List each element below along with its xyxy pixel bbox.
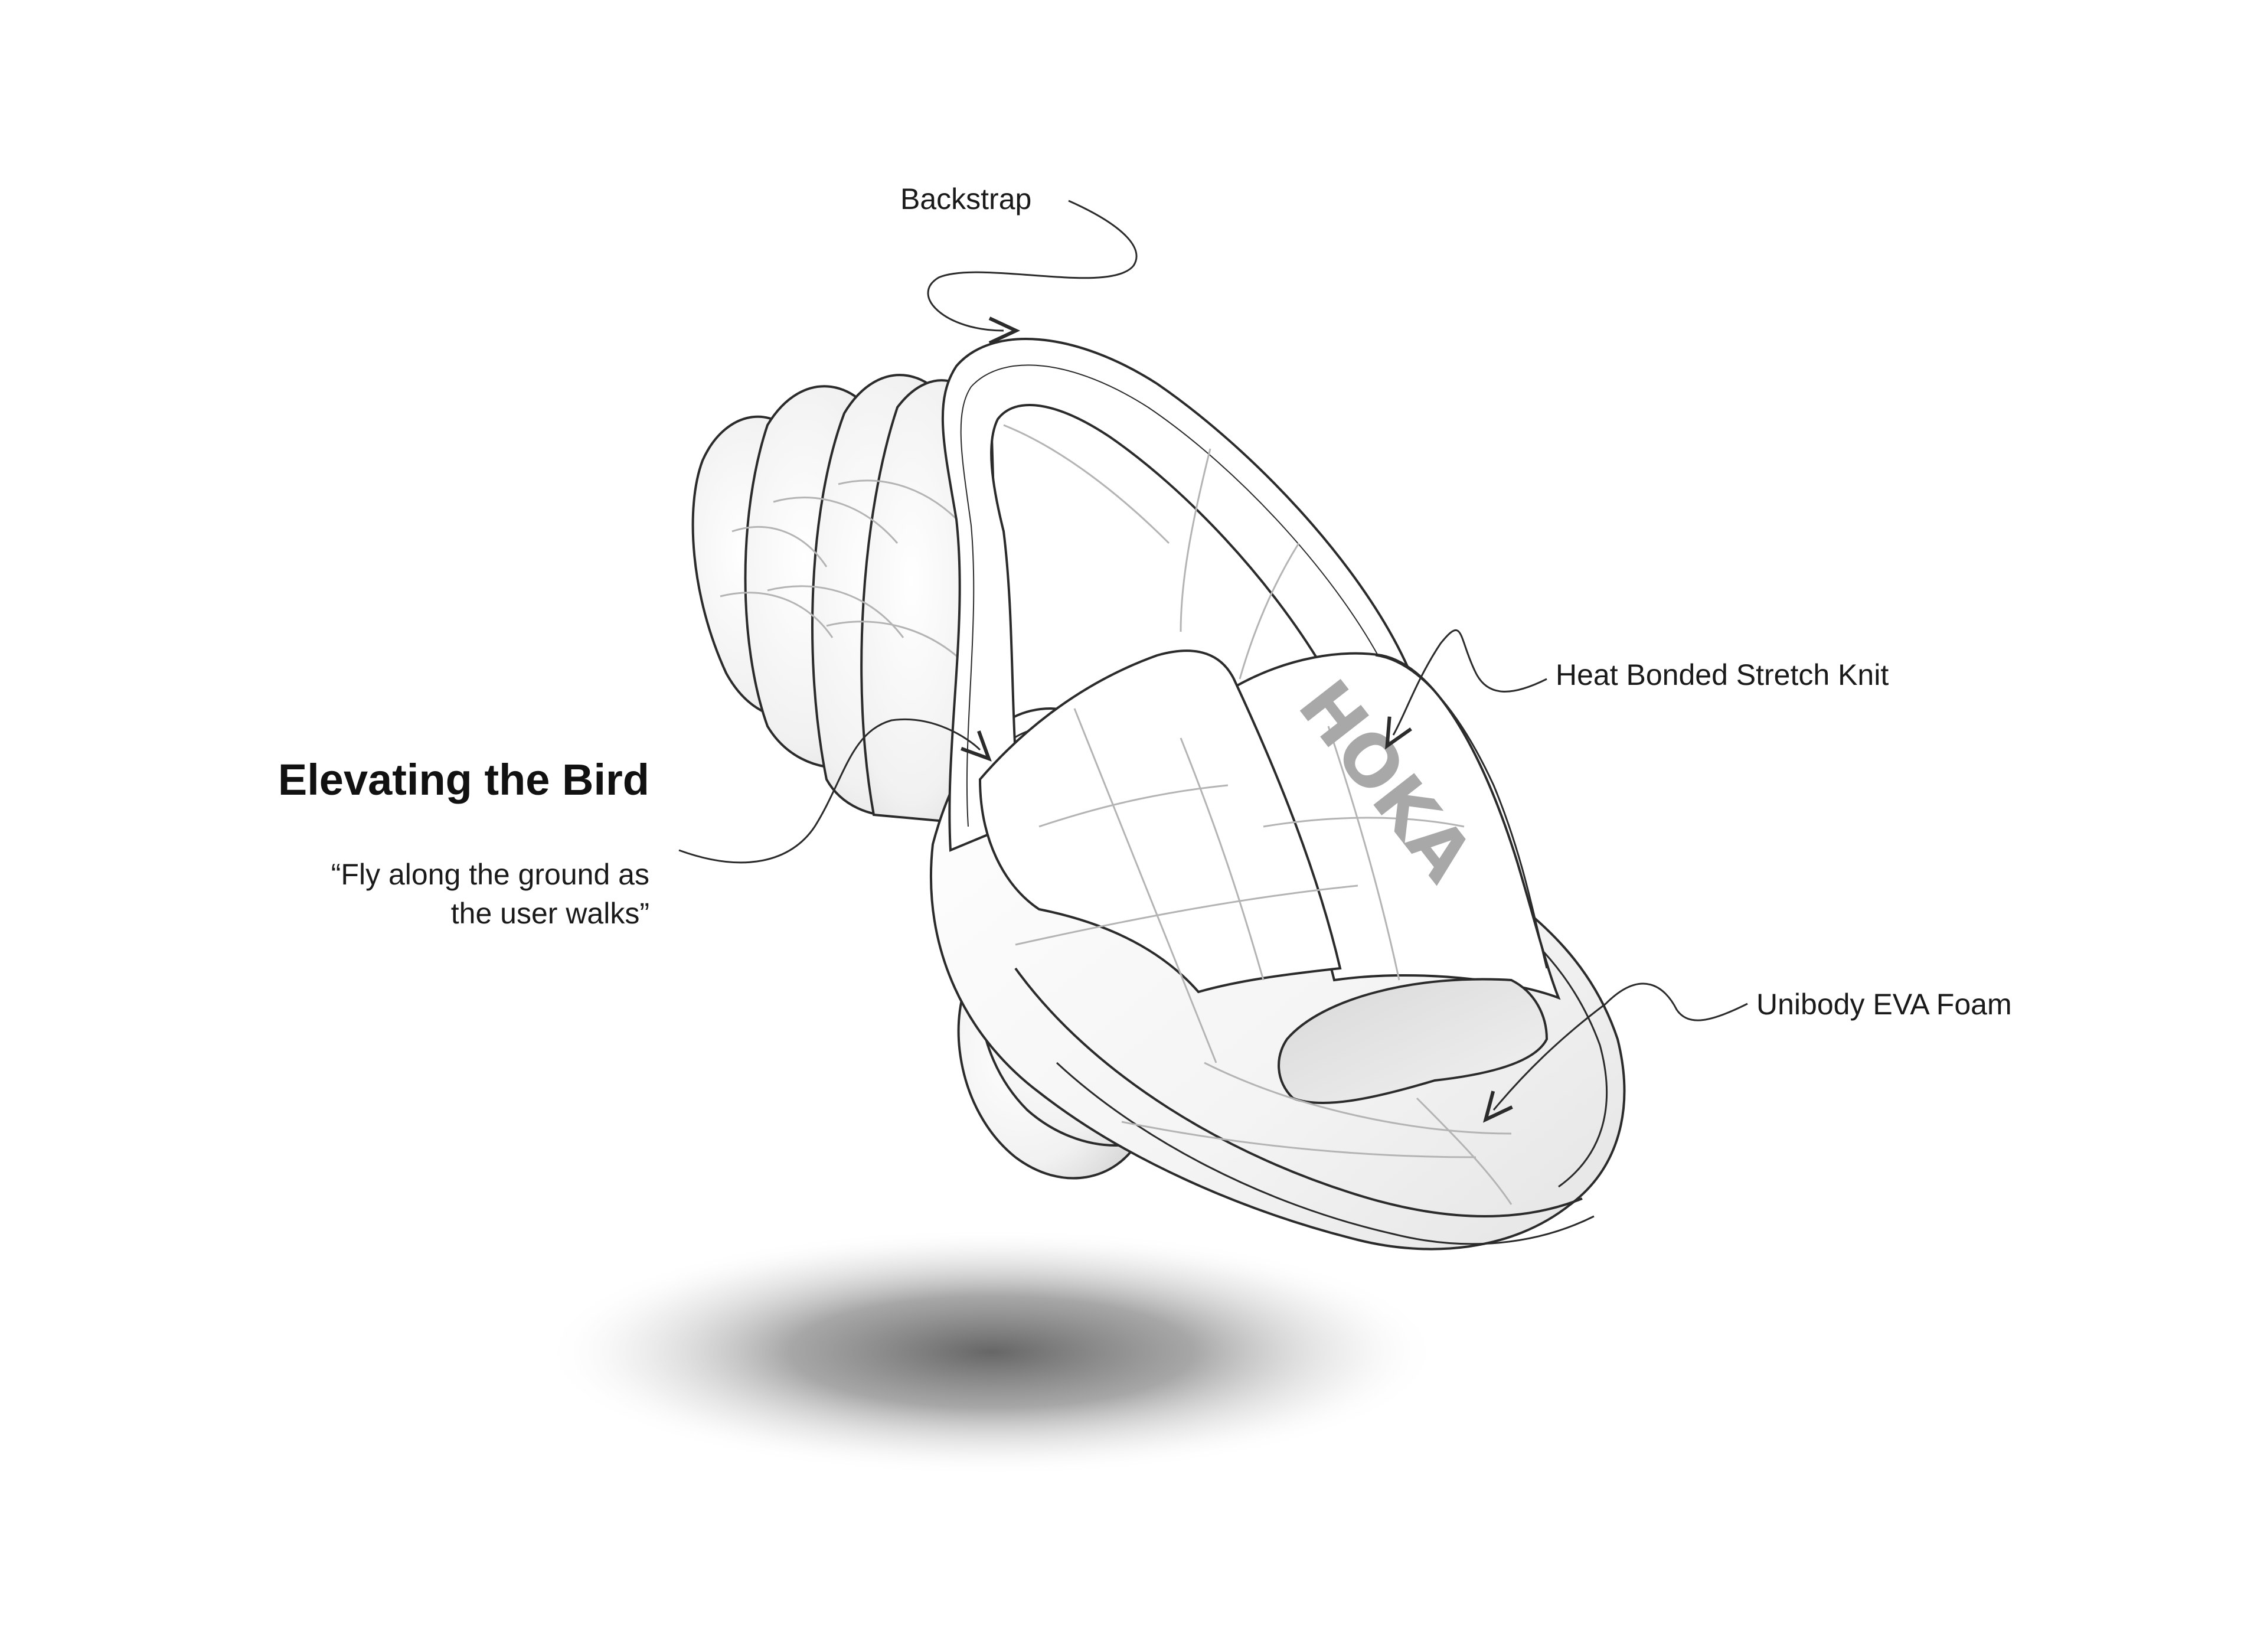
- tagline-quote: “Fly along the ground as the user walks”: [213, 855, 649, 933]
- ground-shadow: [543, 1228, 1440, 1476]
- backstrap-callout: Backstrap: [900, 184, 1031, 214]
- foam-callout: Unibody EVA Foam: [1756, 990, 2012, 1019]
- backstrap-leader: [928, 201, 1136, 331]
- quote-line-2: the user walks”: [213, 894, 649, 933]
- page-title: Elevating the Bird: [272, 755, 649, 805]
- quote-line-1: “Fly along the ground as: [213, 855, 649, 894]
- knit-callout: Heat Bonded Stretch Knit: [1556, 660, 1889, 690]
